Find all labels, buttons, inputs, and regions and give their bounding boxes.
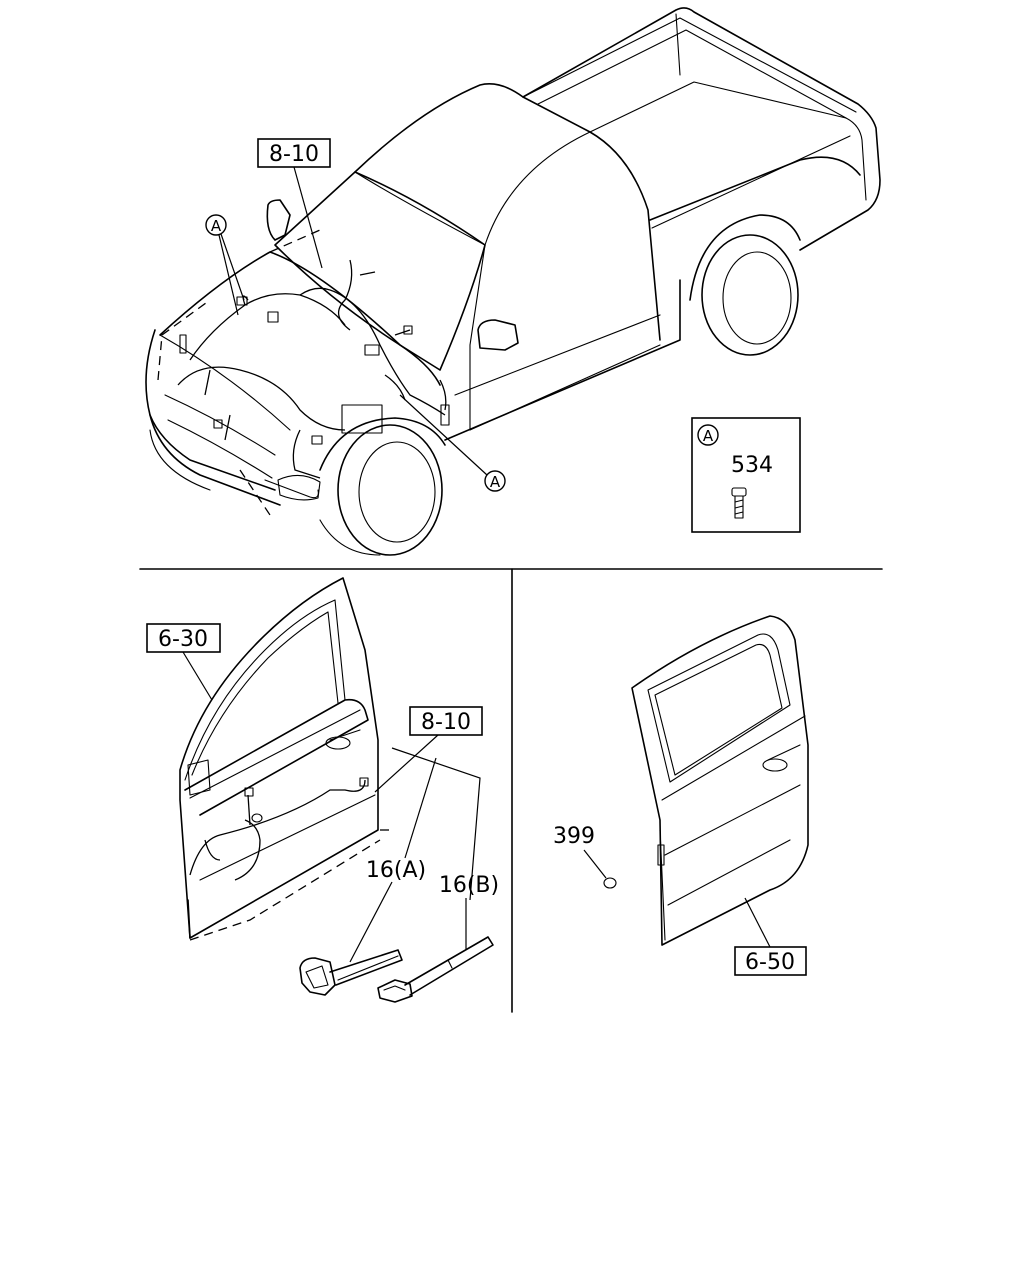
svg-text:8-10: 8-10 — [269, 142, 319, 167]
part-16b: 16(B) — [439, 873, 499, 898]
leader-6-30 — [182, 651, 213, 701]
leader-a-right — [399, 394, 488, 476]
ref-label-8-10-door: 8-10 — [409, 706, 483, 736]
clip-16a-icon — [299, 949, 403, 996]
ref-label-6-30: 6-30 — [146, 623, 221, 653]
ref-label-8-10-top: 8-10 — [257, 138, 331, 168]
svg-text:6-50: 6-50 — [745, 950, 795, 975]
part-399: 399 — [553, 824, 595, 849]
svg-text:8-10: 8-10 — [421, 710, 471, 735]
leader-8-10-door — [374, 734, 439, 793]
leader-8-10-top — [293, 166, 323, 269]
part-16a: 16(A) — [366, 858, 426, 883]
marker-a-top: A — [205, 214, 227, 236]
truck-illustration — [145, 7, 881, 556]
rear-door-illustration — [603, 615, 809, 946]
svg-text:6-30: 6-30 — [158, 627, 208, 652]
leader-16a-top — [404, 757, 437, 859]
leader-399 — [583, 849, 607, 879]
marker-a-right: A — [484, 470, 506, 492]
svg-text:A: A — [490, 473, 501, 491]
leader-6-50 — [744, 897, 771, 948]
front-door-illustration — [179, 577, 395, 941]
clip-bracket — [391, 747, 481, 901]
part-534: 534 — [731, 453, 773, 478]
detail-a-box: A 534 — [691, 417, 801, 533]
plug-399-icon — [603, 877, 617, 889]
bolt-icon — [731, 487, 747, 519]
ref-label-6-50: 6-50 — [734, 946, 807, 976]
leader-a-top-2 — [218, 234, 239, 316]
svg-text:A: A — [211, 217, 222, 235]
clip-16b-icon — [377, 936, 494, 1003]
leader-a-top-1 — [220, 233, 245, 301]
leader-16a — [349, 881, 393, 963]
svg-text:A: A — [703, 427, 714, 445]
